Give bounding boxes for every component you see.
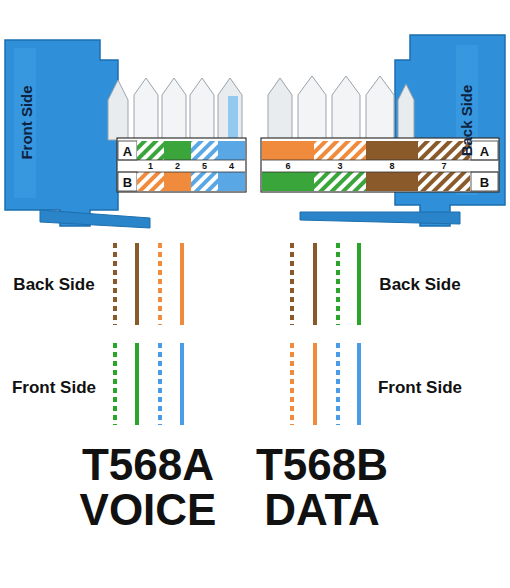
side-label: Front Side [12, 379, 96, 396]
pin-number: 3 [337, 162, 342, 171]
standard-use: DATA [264, 488, 380, 532]
pin-number: 5 [202, 162, 207, 171]
side-label: Front Side [378, 379, 462, 396]
jack-side-label: Front Side [19, 85, 34, 159]
pin-number: 2 [175, 162, 180, 171]
standard-name: T568A [82, 443, 214, 487]
right-jack [261, 35, 505, 226]
pin-number: 1 [148, 162, 153, 171]
standard-use: VOICE [80, 488, 217, 532]
row-letter: B [480, 176, 489, 189]
pin-number: 7 [441, 162, 446, 171]
side-label: Back Side [379, 276, 460, 293]
jack-side-label: Back Side [460, 84, 475, 156]
standard-name: T568B [256, 443, 388, 487]
left-jack [5, 40, 246, 228]
row-letter: B [123, 176, 132, 189]
row-letter: A [123, 145, 132, 158]
pin-number: 8 [389, 162, 394, 171]
side-label: Back Side [13, 276, 94, 293]
pin-number: 6 [285, 162, 290, 171]
row-letter: A [480, 145, 489, 158]
pin-number: 4 [229, 162, 234, 171]
wire-stripes [115, 243, 359, 425]
